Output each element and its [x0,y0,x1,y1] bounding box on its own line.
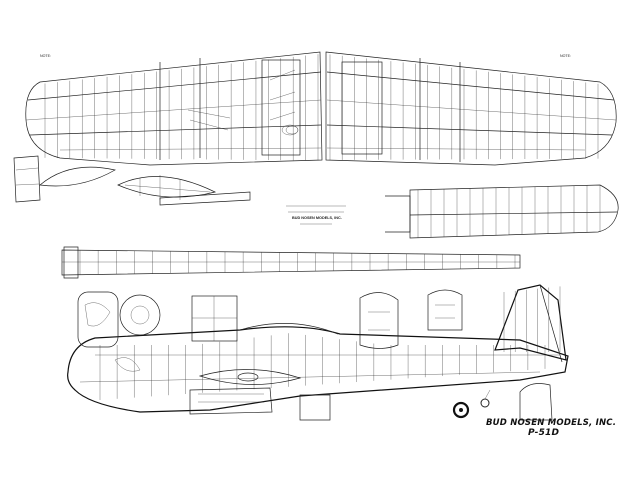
left-wing-panel [25,51,323,166]
fuselage-top-view [61,246,521,279]
model-title: P-51D [528,428,560,438]
center-stamp-box [286,205,346,225]
fin-rudder [494,284,567,363]
note-block-left: NOTE: [40,54,51,58]
stabilizer-plan [385,184,619,239]
wing-details [13,109,299,206]
tail-wheel [480,389,491,408]
landing-wheel [452,401,470,419]
note-block-right: NOTE: [560,54,571,58]
formers-and-details [77,289,553,421]
center-stamp: BUD NOSEN MODELS, INC. [292,216,342,220]
right-wing-panel [325,51,617,166]
maker-title: BUD NOSEN MODELS, INC. [486,418,617,428]
fuselage-side-view [67,323,569,413]
